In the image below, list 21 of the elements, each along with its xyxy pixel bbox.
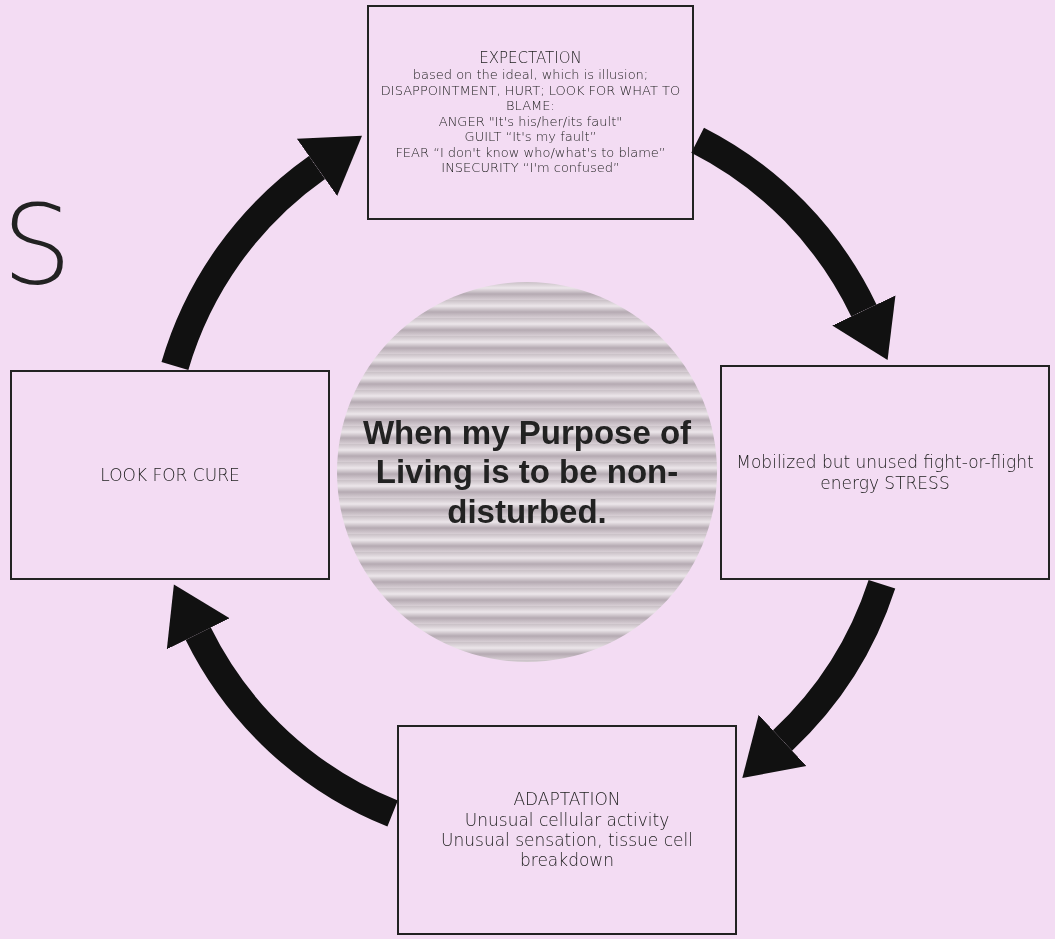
box-heading: ADAPTATION [513, 789, 621, 810]
curved-arrow [161, 133, 361, 371]
center-text: When my Purpose of Living is to be non-disturbed. [362, 412, 692, 532]
stage-box [397, 725, 737, 935]
title-letter: S [2, 190, 72, 300]
curved-arrow [167, 586, 399, 827]
stage-box [367, 5, 694, 220]
box-text: ANGER "It's his/her/its fault" [438, 113, 623, 130]
box-text: LOOK FOR CURE [100, 464, 240, 486]
curved-arrow [744, 579, 895, 781]
box-text: Unusual cellular activity [464, 809, 670, 830]
stage-box [10, 370, 330, 580]
box-text: based on the ideal, which is illusion; DISAPPOINTMENT, HURT; LOOK FOR WHAT TO BLAME: [379, 66, 682, 114]
curved-arrow [690, 128, 895, 359]
box-heading: EXPECTATION [479, 48, 582, 67]
box-text: FEAR “I don't know who/what's to blame” [395, 144, 666, 161]
stage-box [720, 365, 1050, 580]
box-text: INSECURITY “I'm confused” [441, 160, 620, 177]
box-text: Unusual sensation, tissue cell breakdown [440, 830, 694, 871]
box-text: GUILT “It's my fault” [464, 129, 597, 145]
box-text: Mobilized but unused fight-or-flight energy STRESS [735, 452, 1035, 493]
